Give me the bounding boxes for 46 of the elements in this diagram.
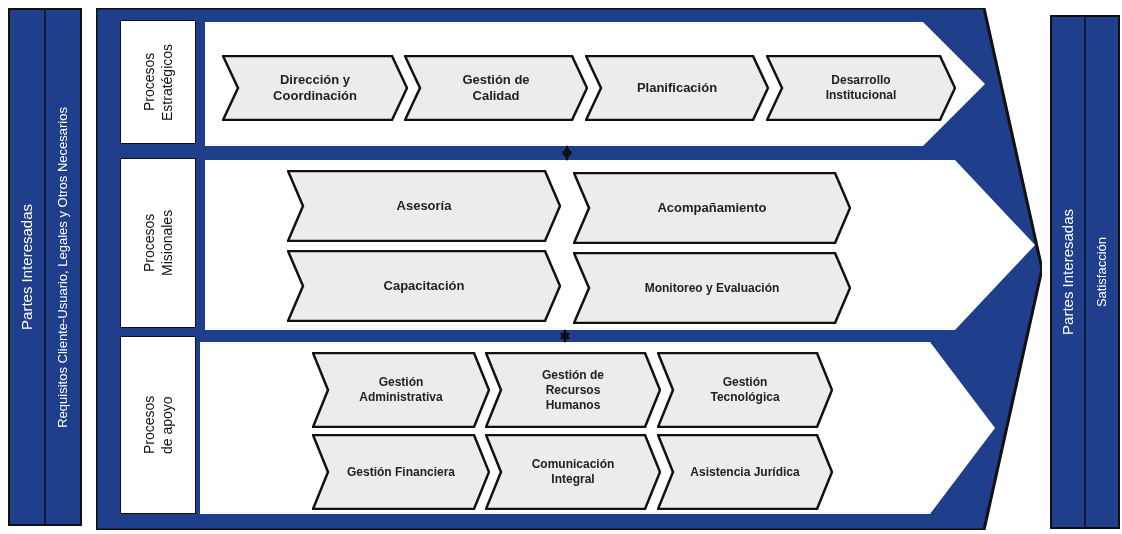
process-step xyxy=(573,252,851,324)
step-label: Dirección y Coordinación xyxy=(272,71,358,105)
category-label: Procesos Misionales xyxy=(140,208,175,279)
step-label: Planificación xyxy=(636,79,718,97)
process-step xyxy=(222,55,408,121)
step-label: Gestión de Calidad xyxy=(461,71,531,105)
process-step xyxy=(657,434,833,510)
process-step xyxy=(485,352,661,428)
bar-heading: Partes Interesadas xyxy=(1057,209,1077,335)
process-step xyxy=(585,55,769,121)
category-label: Procesos de apoyo xyxy=(140,394,176,457)
process-band xyxy=(200,342,995,514)
category-label-box xyxy=(120,20,196,144)
process-step xyxy=(766,55,956,121)
process-step xyxy=(287,170,561,242)
step-label: Monitoreo y Evaluación xyxy=(644,280,780,296)
step-label: Gestión de Recursos Humanos xyxy=(541,367,605,413)
double-arrow xyxy=(560,329,570,343)
step-label: Desarrollo Institucional xyxy=(824,73,898,103)
process-step xyxy=(404,55,588,121)
step-label: Comunicación Integral xyxy=(530,457,616,487)
process-band xyxy=(205,22,985,146)
process-step xyxy=(657,352,833,428)
step-label: Gestión Tecnológica xyxy=(709,375,781,405)
step-label: Gestión Administrativa xyxy=(358,375,444,405)
double-arrow xyxy=(562,145,572,161)
stakeholder-bar xyxy=(1050,15,1120,529)
process-step xyxy=(485,434,661,510)
process-band xyxy=(205,160,1035,330)
category-label-box xyxy=(120,336,196,514)
step-label: Acompañamiento xyxy=(657,199,767,217)
step-label: Gestión Financiera xyxy=(347,464,455,480)
step-label: Asesoría xyxy=(396,197,452,215)
bar-subtitle: Requisitos Cliente-Usuario, Legales y Otros Necesarios xyxy=(54,106,72,428)
category-label-box xyxy=(120,158,196,328)
category-label: Procesos Estratégicos xyxy=(140,42,176,123)
bar-subtitle: Satisfacción xyxy=(1093,236,1111,308)
bar-heading: Partes Interesadas xyxy=(16,204,36,330)
process-step xyxy=(312,434,490,510)
stakeholder-bar xyxy=(8,8,82,526)
step-label: Asistencia Jurídica xyxy=(690,464,800,480)
chevron-frame xyxy=(96,8,1042,530)
process-step xyxy=(573,172,851,244)
process-step xyxy=(287,250,561,322)
step-label: Capacitación xyxy=(383,277,465,295)
process-step xyxy=(312,352,490,428)
